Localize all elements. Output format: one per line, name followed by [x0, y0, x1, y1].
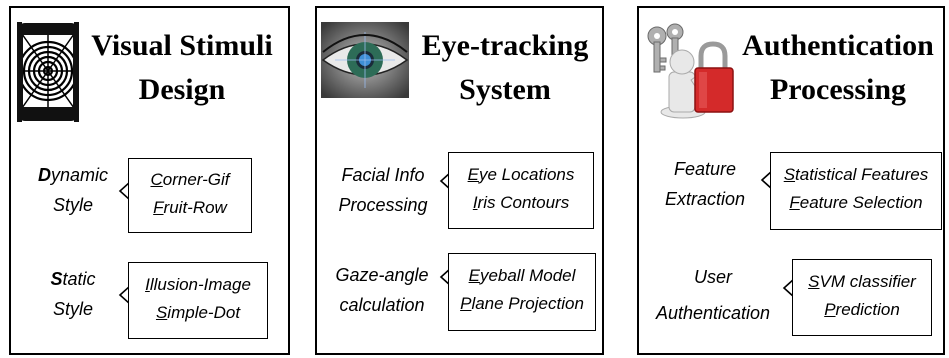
- group-label-static-style: Static Style: [50, 269, 96, 319]
- panel-visual-stimuli: Visual Stimuli Design Dynamic Style Corn…: [9, 6, 290, 355]
- item-simple-dot: Simple-Dot: [155, 303, 241, 322]
- brace-icon: [439, 267, 452, 287]
- item-plane-projection: Plane Projection: [460, 294, 584, 313]
- item-iris-contours: Iris Contours: [472, 193, 570, 212]
- item-corner-gif: Corner-Gif: [150, 170, 230, 189]
- panel-title: Eye-tracking System: [421, 29, 589, 106]
- item-fruit-row: Fruit-Row: [153, 198, 227, 217]
- panel-authentication: Authentication Processing Feature Extrac…: [637, 6, 945, 355]
- group-label-dynamic-style: Dynamic Style: [37, 165, 108, 215]
- items-box: [128, 262, 268, 339]
- brace-icon: [439, 171, 452, 191]
- items-box: [128, 158, 252, 233]
- items-box: [448, 152, 594, 229]
- brace-icon: [760, 170, 773, 190]
- group-label-facial-info: Facial Info Processing: [338, 165, 428, 215]
- brace-icon: [782, 278, 795, 298]
- item-illusion-image: Illusion-Image: [145, 275, 251, 294]
- lock-keys-icon: [647, 23, 734, 119]
- items-box: [448, 253, 596, 331]
- items-box: [770, 152, 942, 230]
- item-eyeball-model: Eyeball Model: [468, 266, 576, 285]
- items-box: [792, 259, 932, 336]
- item-statistical-features: Statistical Features: [783, 165, 929, 184]
- item-feature-selection: Feature Selection: [789, 193, 923, 212]
- item-eye-locations: Eye Locations: [467, 165, 575, 184]
- phone-illusion-icon: [17, 22, 79, 122]
- panel-title: Authentication Processing: [742, 29, 934, 106]
- brace-icon: [118, 285, 131, 305]
- eye-icon: [321, 22, 409, 98]
- group-label-gaze-angle: Gaze-angle calculation: [335, 265, 429, 315]
- group-label-user-authentication: User Authentication: [655, 267, 771, 323]
- panel-title: Visual Stimuli Design: [91, 29, 273, 106]
- item-svm-classifier: SVM classifier: [808, 272, 916, 291]
- panel-eye-tracking: Eye-tracking System Facial Info Processi…: [315, 6, 604, 355]
- item-prediction: Prediction: [824, 300, 900, 319]
- group-label-feature-extraction: Feature Extraction: [664, 159, 746, 209]
- brace-icon: [118, 181, 131, 201]
